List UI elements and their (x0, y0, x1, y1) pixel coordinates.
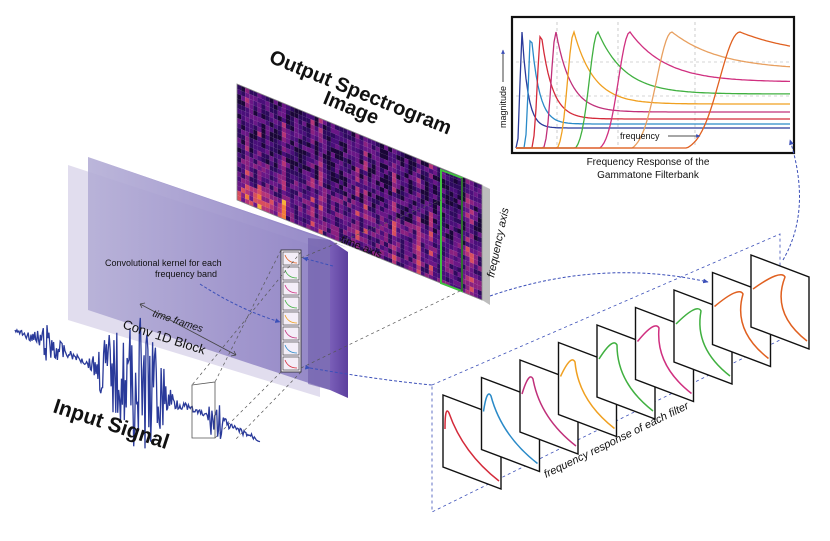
spectrogram-side (482, 185, 490, 305)
filter-response-curve (598, 342, 654, 412)
kernel-cell (282, 251, 300, 266)
input-signal-label: Input Signal (50, 395, 171, 454)
kernel-cell (282, 341, 300, 356)
gammatone-curve (516, 39, 790, 149)
gammatone-ylabel: magnitude (498, 86, 508, 128)
kernel-cell (282, 296, 300, 311)
kernel-label-line1: Convolutional kernel for each (105, 258, 222, 268)
gammatone-curve (516, 29, 790, 149)
conv-block-side (330, 240, 348, 398)
kernel-arrow (199, 283, 281, 323)
gammatone-xlabel: frequency (620, 131, 660, 141)
kernel-cell (282, 266, 300, 281)
kernel-cell (282, 281, 300, 296)
output-spectrogram (236, 83, 490, 305)
signal-window (191, 381, 216, 439)
filter-response-curve (559, 359, 615, 430)
spectrogram-frame (236, 83, 483, 301)
gammatone-curve (516, 34, 790, 149)
kernel-cell (282, 356, 300, 371)
filter-response-curve (482, 393, 538, 465)
signal-waveform (14, 317, 261, 449)
connector-kernel-to-spectrogram (302, 256, 334, 267)
filter-response-curve (444, 410, 500, 482)
gammatone-caption-line1: Frequency Response of the (587, 157, 710, 168)
kernel-cell (282, 311, 300, 326)
conv-block-face (88, 157, 330, 390)
gammatone-chart (510, 15, 796, 155)
conv-1d-block (68, 157, 348, 398)
filter-response-curve (752, 274, 808, 342)
filter-panels (442, 253, 810, 491)
gammatone-curve (516, 31, 791, 149)
gammatone-curve (516, 31, 790, 149)
filter-panel (750, 253, 810, 351)
gammatone-curve (515, 31, 790, 149)
connector-spectrogram-to-filters (489, 272, 709, 297)
kernel-label-line2: frequency band (155, 269, 217, 279)
filter-panel-frame (431, 233, 781, 513)
kernel-cell (282, 326, 300, 341)
conv-block-front (308, 238, 330, 390)
input-signal (14, 317, 261, 449)
filter-response-curve (675, 308, 731, 377)
projection-lines (191, 199, 463, 441)
connector-kernel-to-filters (304, 364, 433, 386)
filter-response-curve (714, 291, 769, 360)
time-frames-arrow (139, 303, 237, 356)
connector-filters-to-gammatone (782, 139, 800, 261)
filter-response-curve (521, 376, 577, 447)
filter-response-curve (636, 325, 692, 395)
kernel-column (280, 249, 302, 373)
gammatone-chart-frame (510, 15, 796, 155)
gammatone-caption-line2: Gammatone Filterbank (597, 170, 700, 181)
